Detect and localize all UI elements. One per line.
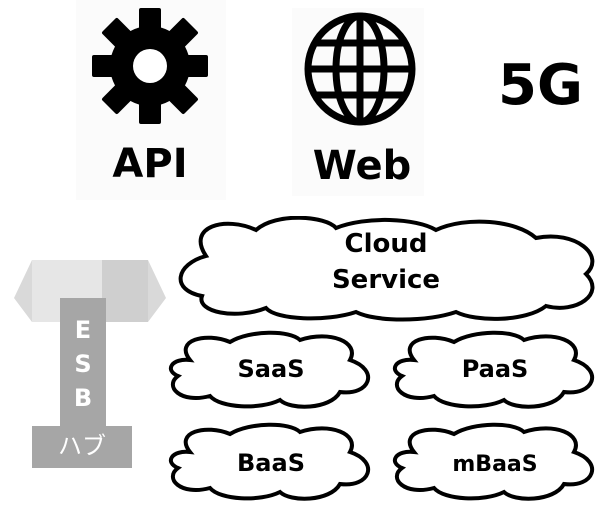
cloud-service-cloud: Cloud Service [166, 216, 606, 322]
esb-letter-b: B [73, 384, 93, 412]
esb-letter-e: E [74, 316, 92, 344]
web-globe-icon [302, 10, 418, 128]
esb-letter-s: S [74, 350, 92, 378]
5g-label: 5G [498, 53, 583, 118]
baas-label: BaaS [237, 449, 305, 477]
cloud-service-line2: Service [331, 265, 441, 295]
esb-arrow [0, 258, 170, 468]
baas-cloud: BaaS [160, 422, 382, 502]
web-label: Web [312, 143, 412, 189]
mbaas-cloud: mBaaS [384, 422, 606, 502]
saas-label: SaaS [237, 355, 305, 383]
api-label: API [112, 141, 188, 187]
cloud-service-line1: Cloud [344, 229, 428, 259]
mbaas-label: mBaaS [452, 452, 538, 477]
esb-hub-label: ハブ [58, 432, 106, 460]
paas-label: PaaS [461, 355, 529, 383]
saas-cloud: SaaS [160, 330, 382, 410]
api-gear-icon [90, 6, 210, 126]
paas-cloud: PaaS [384, 330, 606, 410]
